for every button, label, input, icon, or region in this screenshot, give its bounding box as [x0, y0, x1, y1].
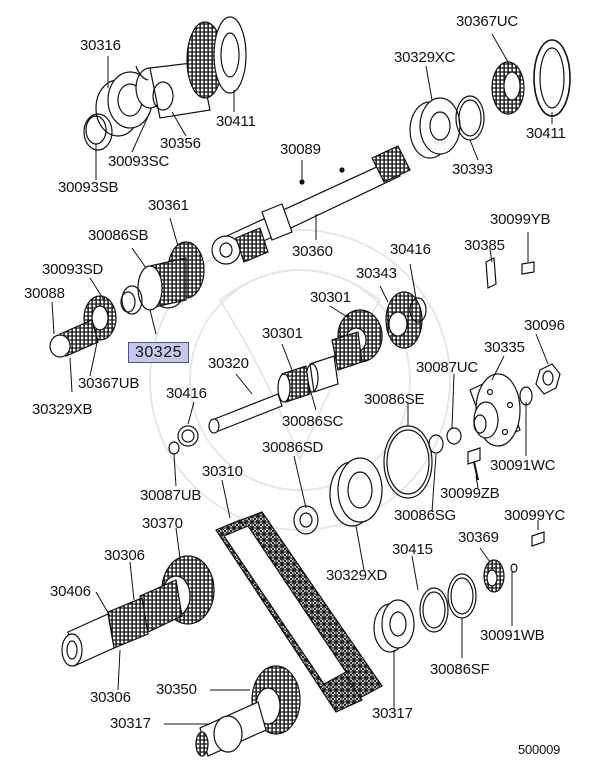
label-30411-right[interactable]: 30411 — [526, 125, 566, 142]
label-30099zb[interactable]: 30099ZB — [440, 485, 500, 502]
label-30385[interactable]: 30385 — [464, 237, 505, 254]
label-30329xb[interactable]: 30329XB — [32, 401, 93, 418]
label-30086sc[interactable]: 30086SC — [282, 413, 344, 430]
label-30091wc[interactable]: 30091WC — [490, 457, 556, 474]
bearing-30317-group — [373, 559, 518, 653]
label-30086sf[interactable]: 30086SF — [430, 661, 490, 678]
label-30361[interactable]: 30361 — [148, 197, 189, 214]
label-30087uc[interactable]: 30087UC — [416, 359, 478, 376]
gear-30343-group — [168, 291, 427, 455]
label-30306-lower[interactable]: 30306 — [90, 689, 131, 706]
label-30099yc[interactable]: 30099YC — [504, 507, 566, 524]
label-30316[interactable]: 30316 — [80, 37, 121, 54]
label-30325-highlighted[interactable]: 30325 — [128, 342, 189, 363]
sleeve-30316-group — [83, 16, 247, 151]
leader-lines — [51, 33, 553, 725]
label-30335[interactable]: 30335 — [484, 339, 525, 356]
label-30086se[interactable]: 30086SE — [364, 391, 425, 408]
label-30343[interactable]: 30343 — [356, 265, 397, 282]
label-30086sd[interactable]: 30086SD — [262, 439, 324, 456]
gear-30361-group — [49, 241, 205, 358]
label-30406[interactable]: 30406 — [50, 583, 91, 600]
label-30301-lower[interactable]: 30301 — [262, 325, 303, 342]
label-30306-upper[interactable]: 30306 — [104, 547, 145, 564]
label-30310[interactable]: 30310 — [202, 463, 243, 480]
label-30350[interactable]: 30350 — [156, 681, 197, 698]
label-30329xc[interactable]: 30329XC — [394, 49, 456, 66]
label-30089[interactable]: 30089 — [280, 141, 321, 158]
label-30393[interactable]: 30393 — [452, 161, 493, 178]
label-30086sg[interactable]: 30086SG — [394, 507, 456, 524]
label-30317-right[interactable]: 30317 — [372, 705, 413, 722]
label-30093sd[interactable]: 30093SD — [42, 261, 104, 278]
gear-30370-group — [61, 555, 215, 667]
label-30086sb[interactable]: 30086SB — [88, 227, 149, 244]
diagram-code: 500009 — [518, 742, 561, 757]
label-30093sc[interactable]: 30093SC — [108, 153, 170, 170]
label-30356[interactable]: 30356 — [160, 135, 201, 152]
label-30360[interactable]: 30360 — [292, 243, 333, 260]
label-30091wb[interactable]: 30091WB — [480, 627, 545, 644]
bearing-30329xc-group — [409, 39, 571, 159]
label-30369[interactable]: 30369 — [458, 529, 499, 546]
drive-chain-30310 — [215, 511, 383, 713]
label-30367uc[interactable]: 30367UC — [456, 13, 518, 30]
label-30301-upper[interactable]: 30301 — [310, 289, 351, 306]
label-30320[interactable]: 30320 — [208, 355, 249, 372]
label-30416-top[interactable]: 30416 — [390, 241, 431, 258]
label-30367ub[interactable]: 30367UB — [78, 375, 140, 392]
main-shaft-30360 — [211, 145, 411, 265]
gear-30350-group — [195, 665, 301, 757]
label-30411-top[interactable]: 30411 — [216, 113, 256, 130]
label-30096[interactable]: 30096 — [524, 317, 565, 334]
label-30415[interactable]: 30415 — [392, 541, 433, 558]
label-30088[interactable]: 30088 — [24, 285, 65, 302]
label-30087ub[interactable]: 30087UB — [140, 487, 202, 504]
label-30416-left[interactable]: 30416 — [166, 385, 207, 402]
label-30329xd[interactable]: 30329XD — [326, 567, 388, 584]
flange-30335-group — [428, 257, 561, 547]
label-30099yb[interactable]: 30099YB — [490, 211, 551, 228]
label-30093sb[interactable]: 30093SB — [58, 179, 119, 196]
bearing-30329xd-group — [293, 425, 433, 535]
label-30370[interactable]: 30370 — [142, 515, 183, 532]
label-30317-bottom[interactable]: 30317 — [110, 715, 151, 732]
